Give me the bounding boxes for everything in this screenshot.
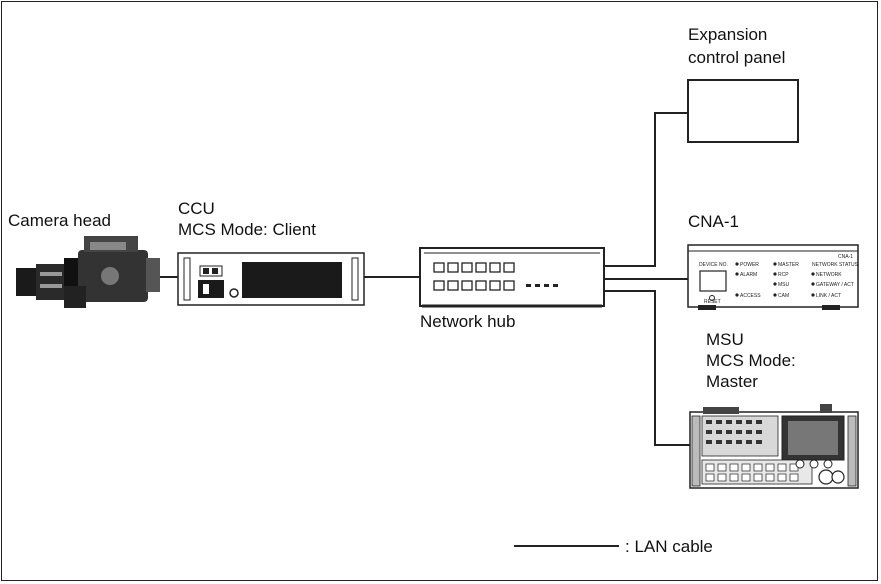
cna-rcp: RCP (778, 272, 789, 278)
legend-label: : LAN cable (625, 537, 713, 556)
cna-network: NETWORK (816, 272, 842, 278)
hub-ports (433, 262, 515, 291)
network-hub-label: Network hub (420, 312, 516, 331)
cable-hub-msu (603, 290, 690, 446)
cna-reset: RESET (704, 299, 721, 305)
cna-link: LINK / ACT (816, 293, 841, 299)
lan-cables (160, 112, 690, 547)
cna-alarm: ALARM (740, 272, 757, 278)
cna-msu: MSU (778, 282, 790, 288)
cna-label: CNA-1 (688, 212, 740, 231)
msu-mode-label-line2: Master (706, 372, 758, 391)
cna-cam: CAM (778, 293, 789, 299)
msu-device-icon (689, 404, 859, 489)
camera-head-icon (16, 236, 160, 308)
cna-gateway: GATEWAY / ACT (816, 282, 854, 288)
cna-network-status: NETWORK STATUS (812, 262, 859, 268)
expansion-label-line1: Expansion (688, 25, 768, 44)
cna-device-icon: CNA-1 DEVICE NO. RESET POWER ALARM ACCES… (687, 244, 859, 310)
cable-hub-expansion (603, 112, 688, 267)
msu-label: MSU (706, 330, 744, 349)
expansion-panel-icon (687, 79, 799, 143)
cna-master: MASTER (778, 262, 799, 268)
cna-device-no: DEVICE NO. (699, 262, 728, 268)
expansion-label-line2: control panel (688, 48, 786, 67)
cna-access: ACCESS (740, 293, 761, 299)
msu-mode-label-line1: MCS Mode: (706, 351, 796, 370)
cna-model-text: CNA-1 (838, 254, 853, 260)
network-hub-icon (419, 247, 605, 308)
camera-head-label: Camera head (8, 211, 112, 230)
ccu-mode-label: MCS Mode: Client (178, 220, 316, 239)
cna-power: POWER (740, 262, 759, 268)
ccu-label: CCU (178, 199, 215, 218)
ccu-device-icon (177, 252, 365, 306)
